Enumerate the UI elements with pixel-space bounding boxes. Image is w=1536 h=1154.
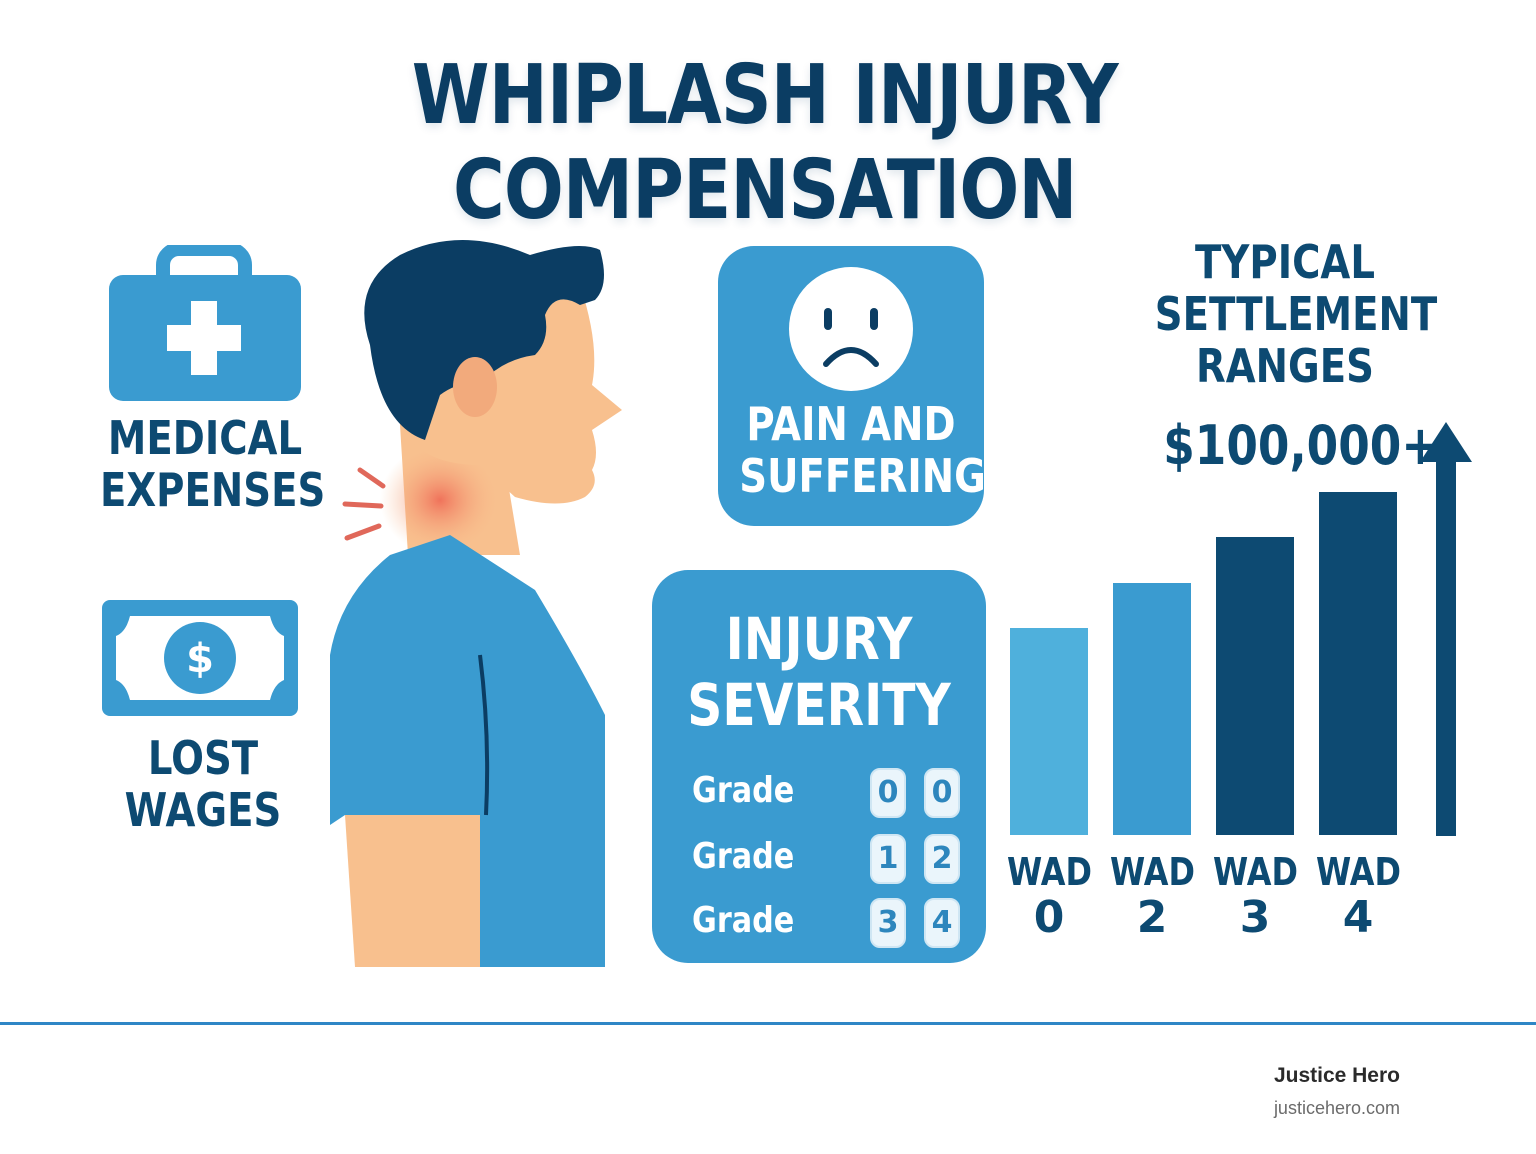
wages-line-2: WAGES [124, 783, 282, 837]
category-prefix: WAD [1213, 850, 1298, 894]
category-number: 2 [1136, 892, 1168, 943]
pain-and-suffering-label: PAIN AND SUFFERING [739, 397, 986, 503]
grade-chip: 3 [870, 898, 906, 948]
category-number: 3 [1239, 892, 1271, 943]
grade-chip: 1 [870, 834, 906, 884]
footer-site: justicehero.com [1273, 1098, 1400, 1118]
injury-severity-card: INJURY SEVERITY Grade 0 0 Grade 1 2 Grad… [652, 570, 986, 963]
first-aid-kit-icon [109, 245, 301, 401]
settlement-line-2: SETTLEMENT [1154, 287, 1438, 341]
settlement-line-1: TYPICAL [1195, 235, 1375, 289]
footer-brand: Justice Hero [1273, 1064, 1400, 1087]
pain-and-suffering-card: PAIN AND SUFFERING [718, 246, 986, 526]
pain-lines-icon [342, 467, 386, 541]
person-neck-pain-illustration [330, 240, 622, 967]
chart-bar [1113, 583, 1191, 835]
grade-label: Grade [692, 900, 795, 941]
medical-line-2: EXPENSES [100, 463, 326, 517]
medical-expenses-label: MEDICAL EXPENSES [100, 411, 326, 517]
category-number: 4 [1342, 892, 1374, 943]
category-prefix: WAD [1110, 850, 1195, 894]
chart-bar [1216, 537, 1294, 835]
chart-bar [1319, 492, 1397, 835]
grade-chip: 4 [924, 898, 960, 948]
grade-chip: 0 [924, 768, 960, 818]
page-title: WHIPLASH INJURY COMPENSATION [411, 48, 1119, 238]
settlement-heading: TYPICAL SETTLEMENT RANGES [1154, 235, 1438, 393]
medical-line-1: MEDICAL [107, 411, 303, 465]
pain-line-2: SUFFERING [739, 449, 986, 503]
grade-label: Grade [692, 770, 795, 811]
grade-row: Grade 3 4 [692, 898, 972, 948]
grade-chip: 2 [924, 834, 960, 884]
wages-line-1: LOST [147, 731, 259, 785]
dollar-bill-icon: $ [102, 600, 298, 716]
severity-line-2: SEVERITY [687, 671, 951, 739]
up-arrow-icon [1420, 422, 1472, 836]
grade-chip: 0 [870, 768, 906, 818]
grade-label: Grade [692, 836, 795, 877]
grade-row: Grade 1 2 [692, 834, 972, 884]
footer-divider [0, 1022, 1536, 1025]
category-prefix: WAD [1316, 850, 1401, 894]
chart-bar [1010, 628, 1088, 835]
pain-line-1: PAIN AND [746, 397, 956, 451]
top-settlement-value: $100,000+ [1163, 414, 1440, 477]
settlement-line-3: RANGES [1196, 339, 1374, 393]
severity-line-1: INJURY [725, 605, 913, 673]
sad-face-icon [789, 267, 913, 391]
grade-row: Grade 0 0 [692, 768, 972, 818]
category-prefix: WAD [1007, 850, 1092, 894]
lost-wages-label: LOST WAGES [98, 732, 308, 836]
svg-text:$: $ [186, 636, 214, 682]
injury-severity-label: INJURY SEVERITY [679, 606, 960, 738]
category-number: 0 [1033, 892, 1065, 943]
